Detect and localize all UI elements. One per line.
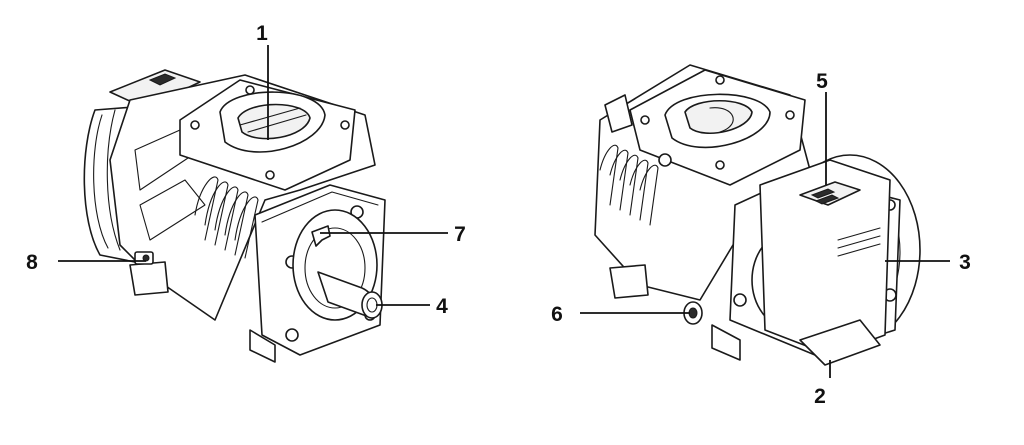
callout-5: 5 (816, 70, 828, 93)
callout-4: 4 (436, 295, 448, 318)
callout-3: 3 (959, 251, 971, 274)
compressor-front-view (83, 69, 386, 363)
callout-7: 7 (454, 223, 466, 246)
callout-1: 1 (256, 22, 268, 45)
callout-2: 2 (814, 385, 826, 408)
callout-8: 8 (26, 251, 38, 274)
compressor-rear-view (594, 64, 921, 366)
callout-6: 6 (551, 303, 563, 326)
